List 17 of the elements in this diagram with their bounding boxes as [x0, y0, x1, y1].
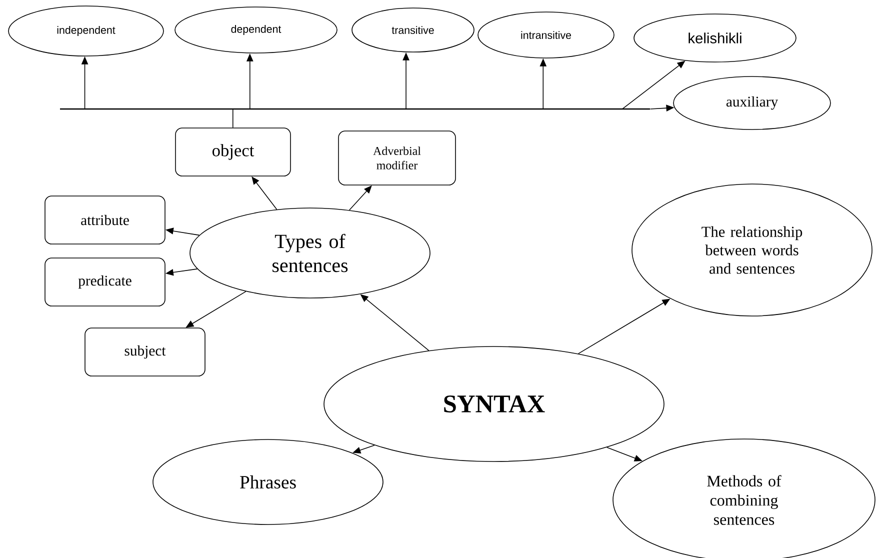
ellipse-node: Phrases [152, 439, 384, 525]
ellipse-node: auxiliary [673, 76, 831, 130]
rounded-box: predicate [44, 258, 166, 306]
rounded-box: Adverbial modifier [338, 130, 456, 186]
ellipse-node: intransitive [478, 12, 614, 58]
ellipse-node: transitive [352, 8, 474, 52]
rounded-box: object [175, 128, 291, 176]
ellipse-node: SYNTAX [324, 346, 664, 462]
connector-line [232, 108, 234, 128]
rounded-box: subject [84, 328, 206, 376]
ellipse-node: kelishikli [634, 14, 796, 62]
ellipse-node: Types of sentences [190, 208, 430, 298]
ellipse-node: independent [8, 6, 164, 56]
horizontal-line [60, 108, 650, 110]
ellipse-node: The relationship between words and sentences [632, 184, 872, 316]
rounded-box: attribute [44, 196, 166, 244]
ellipse-node: dependent [174, 6, 338, 54]
